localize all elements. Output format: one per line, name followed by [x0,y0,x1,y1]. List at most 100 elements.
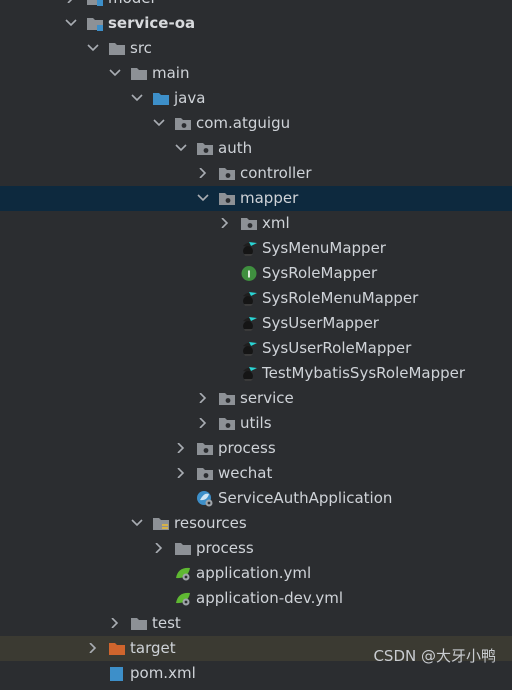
tree-row-process[interactable]: process [0,436,512,461]
chevron-right-icon[interactable] [196,161,210,186]
tree-label: src [130,39,152,57]
spring-yml-icon [174,565,192,582]
tree-label: ServiceAuthApplication [218,489,393,507]
tree-row-service-oa[interactable]: service-oa [0,11,512,36]
tree-label: application.yml [196,564,312,582]
tree-row-utils[interactable]: utils [0,411,512,436]
tree-label: SysRoleMapper [262,264,378,282]
package-icon [174,115,192,132]
tree-label: service-oa [108,14,196,32]
tree-label: com.atguigu [196,114,291,132]
tree-row-serviceauthapplication[interactable]: ServiceAuthApplication [0,486,512,511]
tree-label: SysMenuMapper [262,239,386,257]
mybatis-mapper-icon [240,240,258,257]
package-icon [240,215,258,232]
chevron-down-icon[interactable] [152,111,166,136]
package-icon [196,140,214,157]
chevron-right-icon[interactable] [64,0,78,11]
tree-row-xml[interactable]: xml [0,211,512,236]
package-icon [196,465,214,482]
tree-label: java [174,89,206,107]
module-folder-icon [86,15,104,32]
chevron-down-icon[interactable] [64,11,78,36]
tree-label: process [196,539,254,557]
tree-row-test[interactable]: test [0,611,512,636]
chevron-right-icon[interactable] [218,211,232,236]
tree-row-testmybatissysrolemapper[interactable]: TestMybatisSysRoleMapper [0,361,512,386]
tree-row-mapper[interactable]: mapper [0,186,512,211]
chevron-down-icon[interactable] [130,511,144,536]
source-folder-icon [152,90,170,107]
mybatis-mapper-icon [240,315,258,332]
spring-yml-icon [174,590,192,607]
folder-icon [130,65,148,82]
tree-label: xml [262,214,290,232]
chevron-right-icon[interactable] [174,461,188,486]
tree-row-sysuserrolemapper[interactable]: SysUserRoleMapper [0,336,512,361]
tree-label: test [152,614,181,632]
chevron-down-icon[interactable] [108,61,122,86]
tree-row-sysusermapper[interactable]: SysUserMapper [0,311,512,336]
tree-row-auth[interactable]: auth [0,136,512,161]
tree-row-sysmenumapper[interactable]: SysMenuMapper [0,236,512,261]
tree-label: utils [240,414,272,432]
package-icon [218,165,236,182]
tree-label: resources [174,514,247,532]
tree-label: controller [240,164,312,182]
tree-label: main [152,64,190,82]
tree-label: SysUserMapper [262,314,379,332]
chevron-down-icon[interactable] [130,86,144,111]
tree-label: wechat [218,464,273,482]
mybatis-mapper-icon [240,365,258,382]
mybatis-mapper-icon [240,290,258,307]
tree-row-application-dev-yml[interactable]: application-dev.yml [0,586,512,611]
tree-label: process [218,439,276,457]
chevron-down-icon[interactable] [86,36,100,61]
package-icon [196,440,214,457]
tree-label: model [108,0,155,11]
excluded-folder-icon [108,640,126,657]
tree-row-main[interactable]: main [0,61,512,86]
package-icon [218,390,236,407]
tree-row-sysrolemapper[interactable]: I SysRoleMapper [0,261,512,286]
csdn-watermark: CSDN @大牙小鸭 [373,647,496,665]
mybatis-mapper-icon [240,340,258,357]
tree-row-resources[interactable]: resources [0,511,512,536]
chevron-right-icon[interactable] [196,411,210,436]
tree-row-model[interactable]: model [0,0,512,11]
chevron-right-icon[interactable] [152,536,166,561]
folder-icon [130,615,148,632]
folder-icon [108,40,126,57]
chevron-right-icon[interactable] [174,436,188,461]
package-icon [218,415,236,432]
tree-row-controller[interactable]: controller [0,161,512,186]
chevron-right-icon[interactable] [108,611,122,636]
module-folder-icon [86,0,104,7]
interface-icon: I [240,265,258,282]
tree-label: mapper [240,189,299,207]
tree-label: target [130,639,176,657]
chevron-down-icon[interactable] [174,136,188,161]
tree-row-wechat[interactable]: wechat [0,461,512,486]
tree-row-com-atguigu[interactable]: com.atguigu [0,111,512,136]
tree-label: application-dev.yml [196,589,344,607]
chevron-down-icon[interactable] [196,186,210,211]
tree-label: SysRoleMenuMapper [262,289,419,307]
tree-row-src[interactable]: src [0,36,512,61]
tree-row-target[interactable]: target [0,636,512,661]
tree-row-service[interactable]: service [0,386,512,411]
chevron-right-icon[interactable] [196,386,210,411]
tree-row-java[interactable]: java [0,86,512,111]
package-icon [218,190,236,207]
chevron-right-icon[interactable] [86,636,100,661]
svg-text:I: I [247,270,251,281]
tree-row-sysrolemenumapper[interactable]: SysRoleMenuMapper [0,286,512,311]
tree-label: SysUserRoleMapper [262,339,412,357]
tree-label: auth [218,139,253,157]
folder-icon [174,540,192,557]
tree-row-process[interactable]: process [0,536,512,561]
resources-folder-icon [152,515,170,532]
spring-boot-app-icon [196,490,214,507]
tree-row-application-yml[interactable]: application.yml [0,561,512,586]
